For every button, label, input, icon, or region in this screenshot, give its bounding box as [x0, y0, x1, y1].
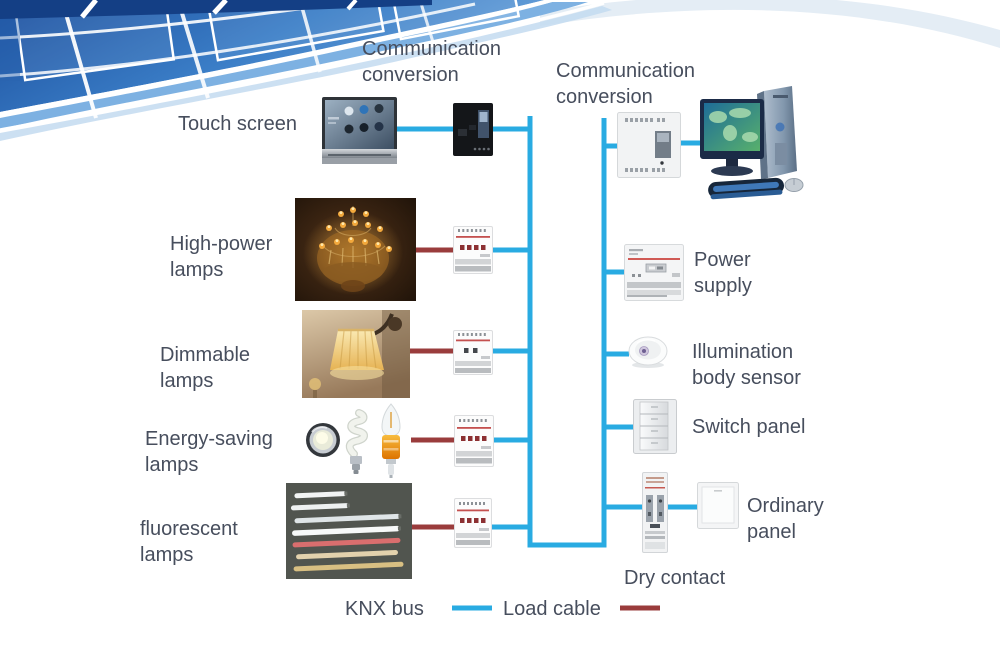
ordinary-panel-image [697, 482, 739, 529]
chandelier-image [295, 198, 416, 301]
label-dry-contact: Dry contact [624, 567, 726, 589]
legend-load-cable-label: Load cable [503, 598, 601, 620]
actuator-fluorescent-image [454, 498, 492, 548]
label-ordinary-panel: Ordinary panel [747, 495, 824, 544]
dry-contact-module-image [642, 472, 668, 553]
label-touch-screen: Touch screen [178, 113, 297, 135]
label-communication-conversion-left: Communication conversion [362, 38, 501, 87]
actuator-energy-saving-image [454, 415, 494, 467]
actuator-high-power-image [453, 226, 493, 274]
power-supply-image [624, 244, 684, 301]
actuator-dimmable-image [453, 330, 493, 375]
touch-screen-image [322, 97, 397, 164]
switch-panel-image [633, 399, 677, 454]
label-fluorescent-lamps: fluorescent lamps [140, 518, 238, 567]
label-power-supply: Power supply [694, 249, 752, 298]
communication-converter-right-image [617, 112, 681, 178]
label-high-power-lamps: High-power lamps [170, 233, 273, 282]
fluorescent-tubes-image [286, 483, 412, 579]
communication-converter-left-image [453, 103, 493, 156]
legend-knx-bus-label: KNX bus [345, 598, 424, 620]
illumination-body-sensor-image [627, 335, 669, 369]
label-communication-conversion-right: Communication conversion [556, 60, 695, 109]
label-illumination-body-sensor: Illumination body sensor [692, 341, 801, 390]
knx-bus-main-lines [527, 116, 607, 548]
label-energy-saving-lamps: Energy-saving lamps [145, 428, 273, 477]
energy-saving-bulbs-image [303, 402, 415, 480]
label-switch-panel: Switch panel [692, 416, 806, 438]
wall-lamp-image [302, 310, 410, 398]
decorative-header-graphic [0, 0, 1000, 150]
computer-image [700, 85, 810, 207]
label-dimmable-lamps: Dimmable lamps [160, 344, 251, 393]
